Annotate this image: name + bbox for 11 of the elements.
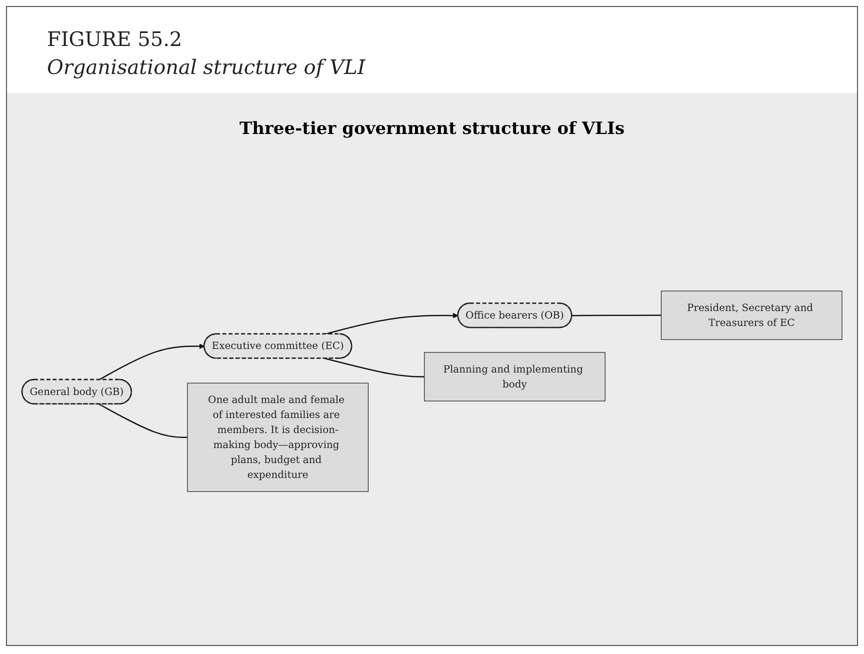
connector bbox=[572, 314, 662, 316]
figure-number: FIGURE 55.2 bbox=[47, 27, 184, 51]
node-box bbox=[660, 290, 842, 340]
connector bbox=[324, 358, 424, 378]
node-box bbox=[187, 382, 369, 492]
arrow bbox=[98, 343, 205, 380]
diagram-heading: Three-tier government structure of VLIs bbox=[239, 119, 625, 139]
node-box bbox=[424, 352, 606, 402]
diagram-panel: Three-tier government structure of VLIs Office bearers (OB) President, Secretary and Treasurers of EC Executive committee (EC) Planning and implementing body General body (GB) One adult male and female of interested families are members. It is decision-making body—approving plans, budget and expenditure bbox=[7, 93, 857, 645]
figure-caption: Organisational structure of VLI bbox=[47, 55, 366, 79]
connector bbox=[98, 403, 188, 438]
